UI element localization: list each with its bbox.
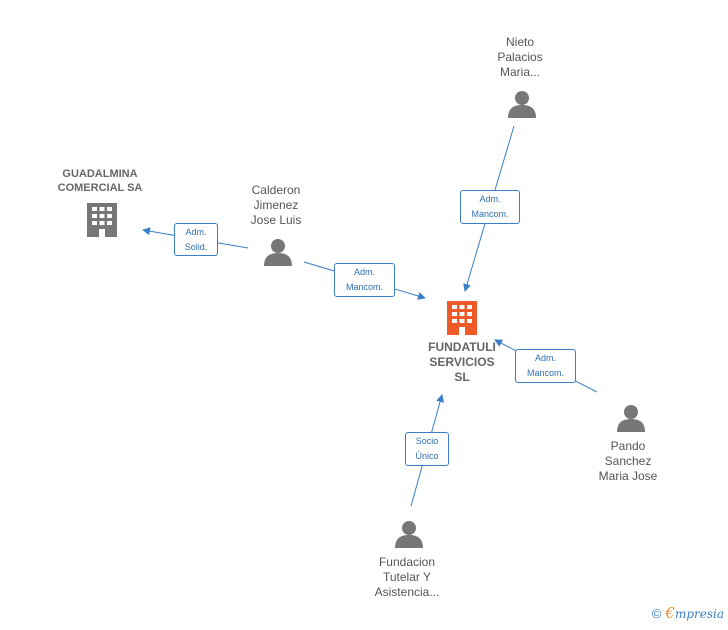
calderon-person-icon[interactable] <box>264 239 292 266</box>
fundacion-person-icon[interactable] <box>395 521 423 548</box>
brand-logo-initial: € <box>665 604 675 622</box>
calderon-person-label[interactable]: Calderon Jimenez Jose Luis <box>250 183 302 227</box>
edge-label-socio-unico: Socio Único <box>405 432 449 466</box>
center-company-label[interactable]: FUNDATULI SERVICIOS SL <box>428 340 496 384</box>
copyright-icon: © <box>651 605 662 621</box>
brand-footer: © €mpresia <box>652 604 724 622</box>
guadalmina-company-label[interactable]: GUADALMINA COMERCIAL SA <box>57 168 143 194</box>
brand-logo-text: mpresia <box>674 607 724 621</box>
pando-person-label[interactable]: Pando Sanchez Maria Jose <box>598 439 658 483</box>
edge-label-nieto-center: Adm. Mancom. <box>460 190 520 224</box>
edge-label-pando-center: Adm. Mancom. <box>515 349 576 383</box>
brand-logo[interactable]: €mpresia <box>665 604 724 622</box>
pando-person-icon[interactable] <box>617 405 645 432</box>
guadalmina-building-icon[interactable] <box>87 203 117 237</box>
center-building-icon[interactable] <box>447 301 477 335</box>
edge-label-calderon-center: Adm. Mancom. <box>334 263 395 297</box>
fundacion-person-label[interactable]: Fundacion Tutelar Y Asistencia... <box>374 555 440 599</box>
nieto-person-label[interactable]: Nieto Palacios Maria... <box>497 35 543 79</box>
nieto-person-icon[interactable] <box>508 91 536 118</box>
edge-label-adm-solid: Adm. Solid. <box>174 223 218 256</box>
